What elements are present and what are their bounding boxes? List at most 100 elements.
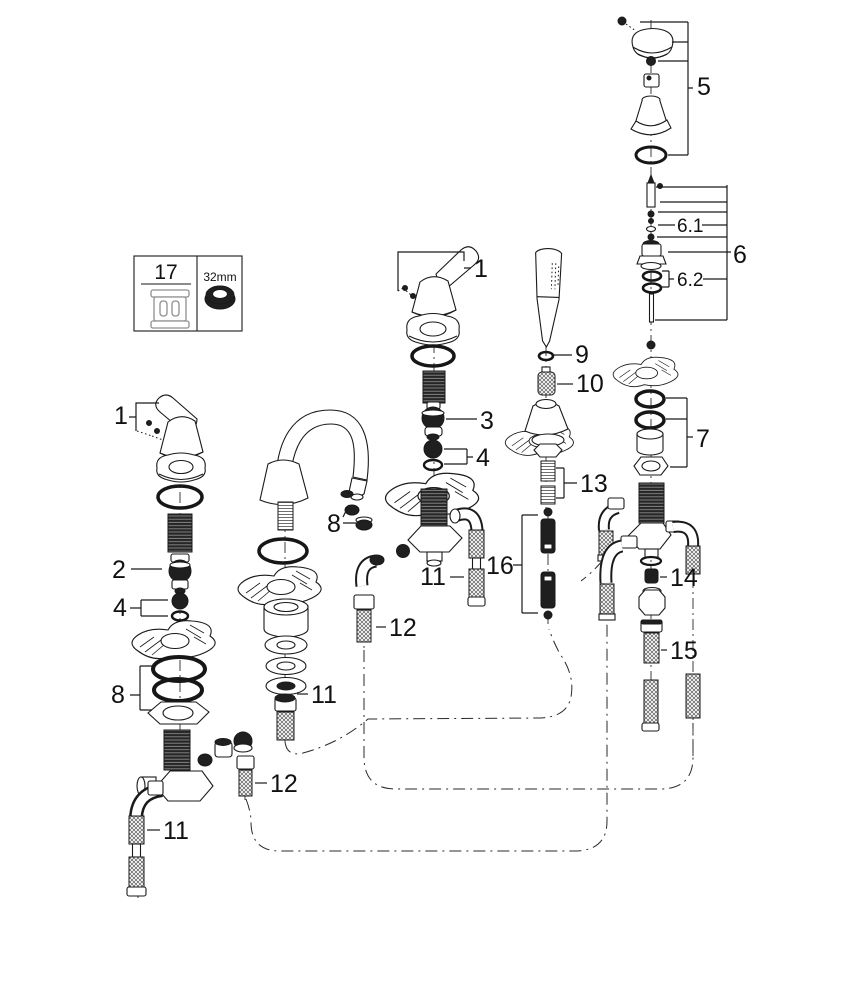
cartridge-center-part3 bbox=[421, 401, 445, 441]
nut-right-column bbox=[638, 586, 666, 616]
oring-left bbox=[156, 484, 204, 510]
svg-text:14: 14 bbox=[670, 564, 698, 592]
callout-9: 9 bbox=[554, 341, 589, 369]
svg-text:16: 16 bbox=[486, 552, 514, 580]
washer-stack-spout bbox=[264, 635, 308, 696]
spout-column: 8 11 bbox=[237, 409, 417, 741]
svg-text:9: 9 bbox=[575, 341, 589, 369]
callout-4-center: 4 bbox=[444, 444, 490, 472]
handle-trim-part5 bbox=[617, 16, 674, 165]
callout-12-left: 12 bbox=[255, 770, 298, 798]
mounting-set-right-part7 bbox=[633, 389, 669, 476]
spout-base bbox=[259, 459, 309, 506]
legend-wrench-size: 32mm bbox=[203, 270, 236, 284]
callout-10: 10 bbox=[557, 370, 604, 398]
legend-box: 17 32mm bbox=[133, 255, 243, 332]
svg-text:4: 4 bbox=[113, 594, 127, 622]
socket-tool-icon bbox=[150, 289, 190, 329]
callout-2: 2 bbox=[112, 556, 162, 584]
svg-text:11: 11 bbox=[311, 681, 337, 709]
valve-body-center bbox=[396, 488, 463, 567]
callout-6-group: 6.1 6.2 6 bbox=[655, 185, 747, 321]
connector-left-part12 bbox=[236, 755, 255, 797]
threaded-extension-left bbox=[167, 513, 193, 553]
route-left-to-tee bbox=[245, 621, 608, 852]
spout-shank bbox=[277, 501, 294, 531]
svg-text:2: 2 bbox=[112, 556, 126, 584]
callout-11-left: 11 bbox=[147, 817, 189, 845]
connector-spout-part12 bbox=[353, 554, 385, 643]
svg-text:11: 11 bbox=[163, 817, 189, 845]
mounting-set-spout-part8 bbox=[340, 490, 373, 531]
callout-8-spout: 8 bbox=[327, 504, 356, 538]
right-valve-column: 5 6.1 6.2 6 bbox=[597, 16, 747, 732]
left-valve-column: 1 2 4 bbox=[111, 394, 298, 897]
mounting-set-left-part8 bbox=[147, 655, 210, 725]
svg-text:1: 1 bbox=[474, 255, 488, 283]
svg-text:13: 13 bbox=[580, 470, 608, 498]
callout-14: 14 bbox=[660, 564, 698, 592]
callout-3: 3 bbox=[446, 407, 494, 435]
handshower-holder bbox=[524, 398, 569, 458]
handshower-column: 9 10 13 bbox=[486, 248, 608, 620]
callout-4-left: 4 bbox=[113, 594, 168, 622]
callout-6-1: 6.1 bbox=[677, 216, 703, 237]
callout-7: 7 bbox=[666, 397, 710, 468]
callout-1-center: 1 bbox=[397, 251, 488, 291]
svg-text:7: 7 bbox=[696, 425, 710, 453]
oring-spout bbox=[257, 537, 309, 565]
spacer-spout bbox=[263, 598, 309, 638]
hose-sections-part13 bbox=[540, 460, 556, 505]
handshower-wand bbox=[535, 248, 563, 349]
svg-text:12: 12 bbox=[270, 770, 298, 798]
svg-text:1: 1 bbox=[114, 402, 128, 430]
oring-center bbox=[410, 344, 456, 368]
elbow-right-right-column bbox=[665, 520, 701, 719]
nut-top-view-icon bbox=[204, 285, 236, 310]
callout-5: 5 bbox=[640, 21, 711, 156]
handle-left bbox=[136, 394, 204, 459]
callout-12-spout: 12 bbox=[376, 614, 417, 642]
svg-text:10: 10 bbox=[576, 370, 604, 398]
flange-screw-right bbox=[646, 340, 656, 350]
insert-part14 bbox=[639, 555, 663, 584]
check-valve-part10 bbox=[537, 366, 556, 396]
tee-valve-body-right bbox=[627, 482, 672, 558]
svg-text:5: 5 bbox=[697, 73, 711, 101]
center-axes bbox=[137, 20, 694, 898]
callout-1-left: 1 bbox=[114, 402, 159, 431]
svg-text:12: 12 bbox=[389, 614, 417, 642]
svg-text:4: 4 bbox=[476, 444, 490, 472]
center-valve-column: 1 3 4 bbox=[384, 246, 494, 607]
svg-text:15: 15 bbox=[670, 637, 698, 665]
callout-11-spout: 11 bbox=[297, 681, 337, 709]
hose-spout-part11 bbox=[274, 693, 297, 741]
legend-part-number: 17 bbox=[154, 261, 177, 284]
spout-tube bbox=[275, 409, 369, 503]
supply-hose-part15 bbox=[640, 619, 663, 732]
svg-text:8: 8 bbox=[327, 510, 341, 538]
deck-flange-right bbox=[612, 356, 679, 388]
hose-center-part11 bbox=[449, 507, 486, 607]
escutcheon-center bbox=[406, 312, 460, 346]
callout-6: 6 bbox=[733, 241, 747, 269]
svg-text:8: 8 bbox=[111, 681, 125, 709]
cartridge-part6 bbox=[636, 173, 667, 323]
seal-set-center-part4 bbox=[422, 439, 444, 472]
cartridge-left-part2 bbox=[168, 553, 192, 595]
pullout-hose-part16 bbox=[540, 507, 556, 620]
callout-11-center: 11 bbox=[420, 563, 464, 591]
seal-set-left-part4 bbox=[170, 592, 190, 622]
hose-left-part11 bbox=[126, 780, 164, 897]
route-center-to-right bbox=[363, 650, 694, 790]
deck-flange-left bbox=[131, 620, 216, 660]
callout-6-2: 6.2 bbox=[677, 270, 703, 291]
washer-part9 bbox=[537, 350, 555, 362]
callout-13: 13 bbox=[556, 467, 608, 499]
callout-8-left: 8 bbox=[111, 665, 153, 711]
elbow-lower-left-right-column bbox=[598, 535, 638, 621]
callout-16: 16 bbox=[486, 514, 538, 614]
escutcheon-left bbox=[156, 452, 206, 483]
